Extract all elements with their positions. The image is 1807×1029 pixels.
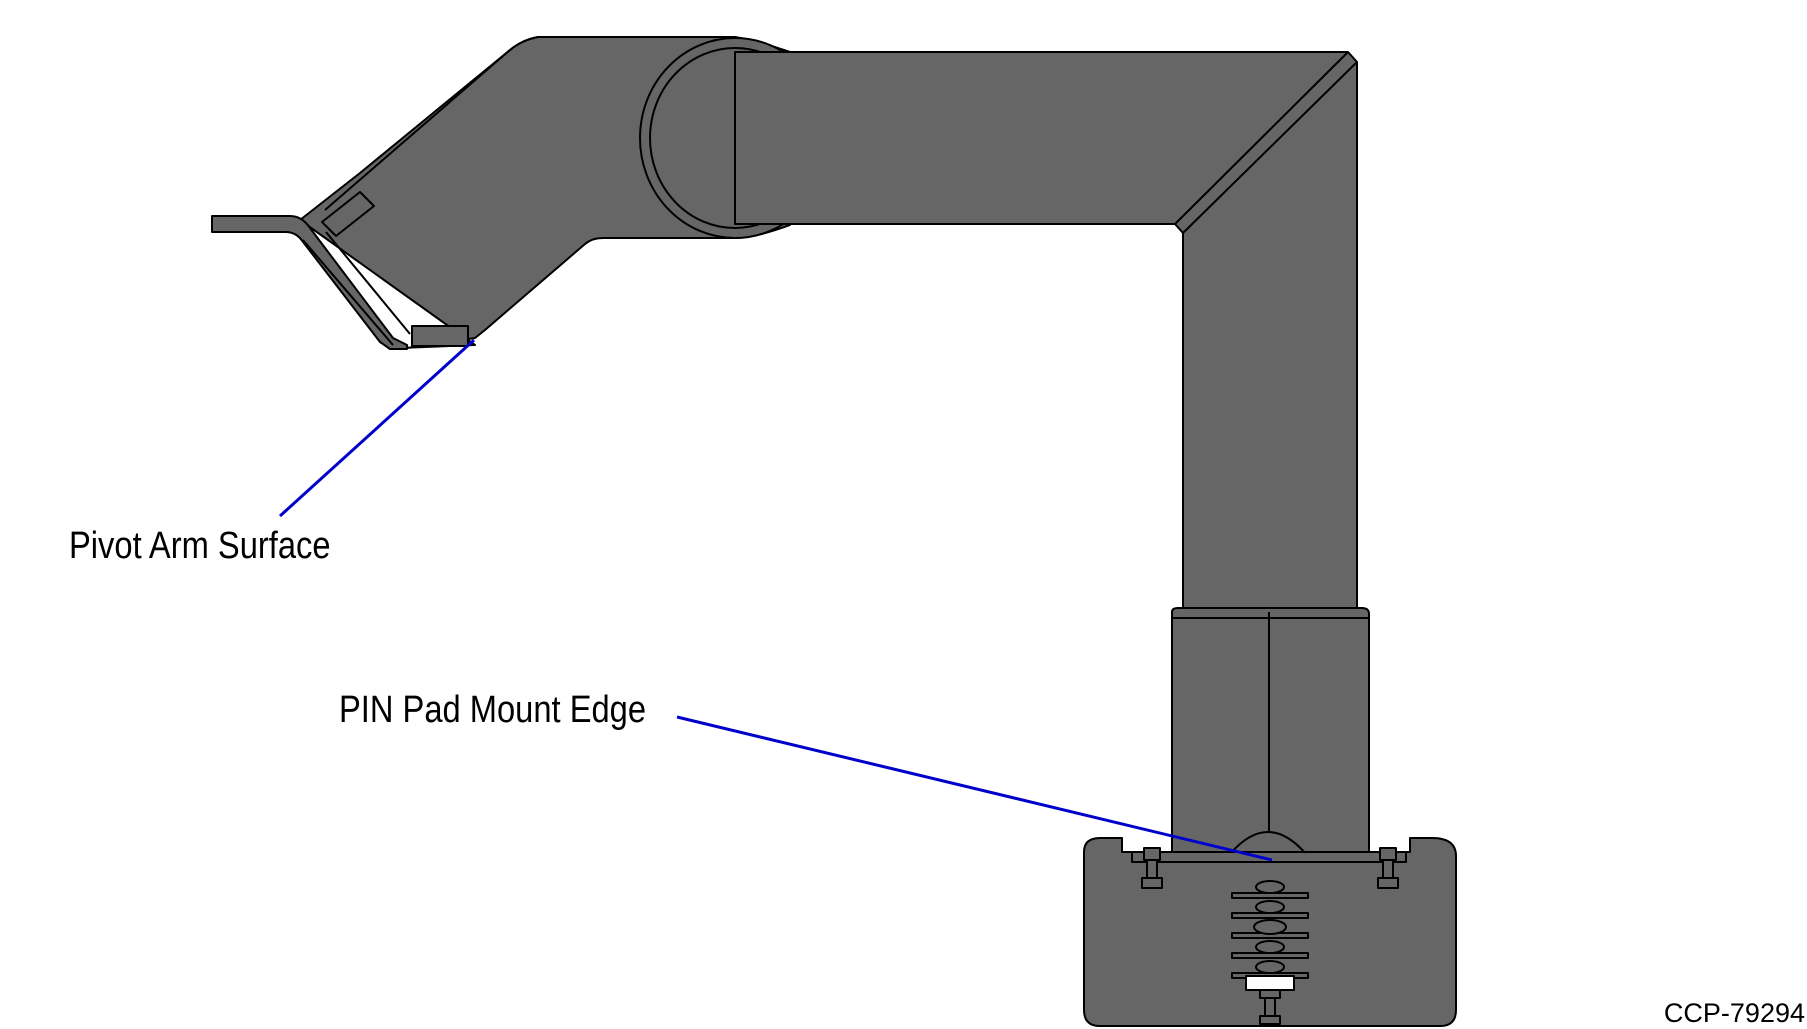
callout-pin-pad-mount-edge: PIN Pad Mount Edge xyxy=(339,689,647,731)
upper-arm-bend-edge xyxy=(1174,51,1358,234)
mounting-tab xyxy=(211,215,408,350)
right-fastener xyxy=(1377,847,1399,889)
mount-plate-top-rail xyxy=(1131,851,1407,863)
tab-plate-lower xyxy=(411,325,469,347)
lower-column xyxy=(1171,607,1370,861)
figure-id: CCP-79294 xyxy=(1663,998,1805,1028)
leader-line-pin-pad-mount-edge xyxy=(676,715,1273,862)
callout-pivot-arm-surface: Pivot Arm Surface xyxy=(69,525,331,567)
slot-label-plate xyxy=(1245,975,1295,991)
leader-line-pivot-arm-surface xyxy=(278,338,476,518)
tab-plate-upper xyxy=(321,191,375,237)
angled-arm-crease xyxy=(302,231,411,346)
left-fastener xyxy=(1141,847,1163,889)
bottom-fastener xyxy=(1259,989,1281,1025)
angled-arm-top-edge xyxy=(324,36,735,211)
pivot-arm-assembly xyxy=(211,36,1457,1027)
